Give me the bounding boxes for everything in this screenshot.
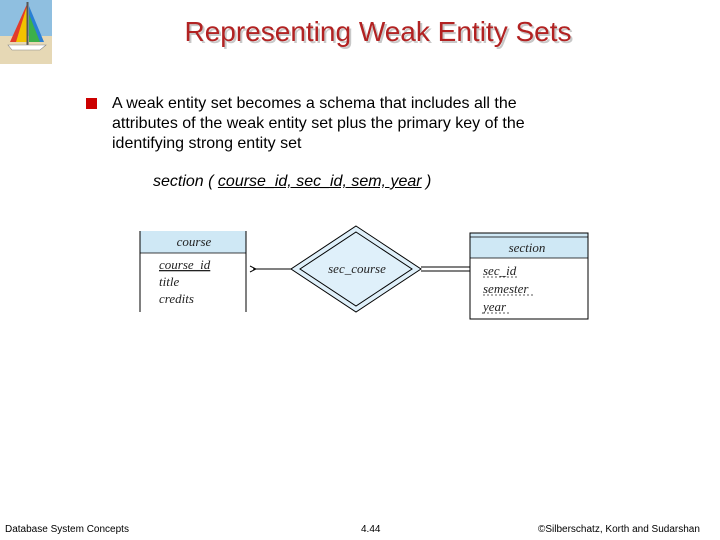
bullet-line-3: identifying strong entity set (112, 135, 302, 152)
footer-page-number: 4.44 (361, 524, 381, 535)
relationship-name: sec_course (328, 261, 386, 276)
attribute-title: title (159, 274, 179, 289)
schema-open: ( (203, 173, 218, 190)
arrow-head-icon (249, 265, 258, 273)
sailboat-logo-icon (0, 0, 52, 64)
attribute-sec-id: sec_id (483, 263, 517, 278)
attribute-year: year (481, 299, 507, 314)
bullet-square-icon (86, 98, 97, 109)
strong-entity-course: course course_id title credits (139, 231, 247, 312)
bullet-line-2: attributes of the weak entity set plus t… (112, 115, 525, 132)
relation-schema: section ( course_id, sec_id, sem, year ) (153, 173, 431, 191)
footer-right: ©Silberschatz, Korth and Sudarshan (538, 524, 700, 535)
entity-name-section: section (509, 240, 546, 255)
attribute-course-id: course_id (159, 257, 211, 272)
entity-header-course (140, 231, 246, 253)
entity-name-course: course (177, 234, 212, 249)
attribute-semester: semester (483, 281, 529, 296)
bullet-line-1: A weak entity set becomes a schema that … (112, 95, 517, 112)
relationship-inner-diamond (299, 231, 413, 307)
entity-outer-border (469, 232, 589, 320)
weak-entity-section: section sec_id semester year (469, 232, 589, 320)
schema-relation-name: section (153, 173, 204, 190)
schema-close: ) (421, 173, 432, 190)
identifying-relationship-sec-course: sec_course (290, 225, 422, 313)
attribute-credits: credits (159, 291, 194, 306)
bullet-text: A weak entity set becomes a schema that … (112, 94, 592, 154)
schema-primary-key: course_id, sec_id, sem, year (217, 173, 422, 190)
slide-title: Representing Weak Entity Sets (184, 16, 572, 47)
footer-left: Database System Concepts (5, 524, 129, 535)
relationship-outer-diamond (290, 225, 422, 313)
